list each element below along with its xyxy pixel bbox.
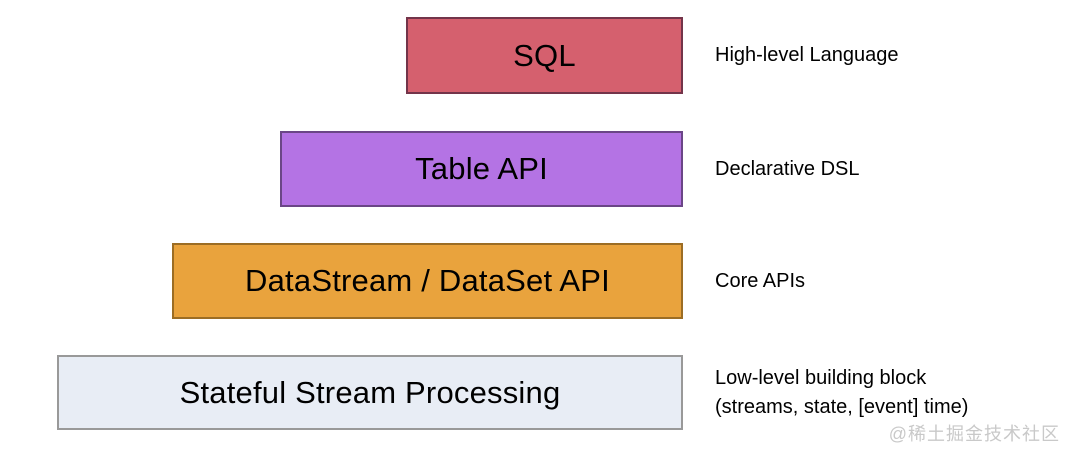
layer-box-table-api: Table API xyxy=(280,131,683,207)
layer-sql: SQL High-level Language xyxy=(0,17,1066,94)
layer-box-sql: SQL xyxy=(406,17,683,94)
layer-description-table-api: Declarative DSL xyxy=(715,157,860,180)
watermark-text: @稀土掘金技术社区 xyxy=(888,424,1060,444)
layer-description-datastream-dataset-api: Core APIs xyxy=(715,269,806,292)
layer-label-stateful-stream-processing: Stateful Stream Processing xyxy=(179,374,561,410)
layer-stateful-stream-processing: Stateful Stream Processing Low-level bui… xyxy=(0,355,1066,430)
layer-description-stateful-stream-processing: Low-level building block (streams, state… xyxy=(715,366,969,418)
layer-box-stateful-stream-processing: Stateful Stream Processing xyxy=(57,355,683,430)
layer-table-api: Table API Declarative DSL xyxy=(0,131,1066,207)
layer-description-sql: High-level Language xyxy=(715,44,899,66)
layer-label-table-api: Table API xyxy=(415,151,548,186)
layer-box-datastream-dataset-api: DataStream / DataSet API xyxy=(172,243,683,319)
layer-label-datastream-dataset-api: DataStream / DataSet API xyxy=(245,263,610,298)
layer-datastream-dataset-api: DataStream / DataSet API Core APIs xyxy=(0,243,1066,319)
layer-label-sql: SQL xyxy=(513,37,576,73)
